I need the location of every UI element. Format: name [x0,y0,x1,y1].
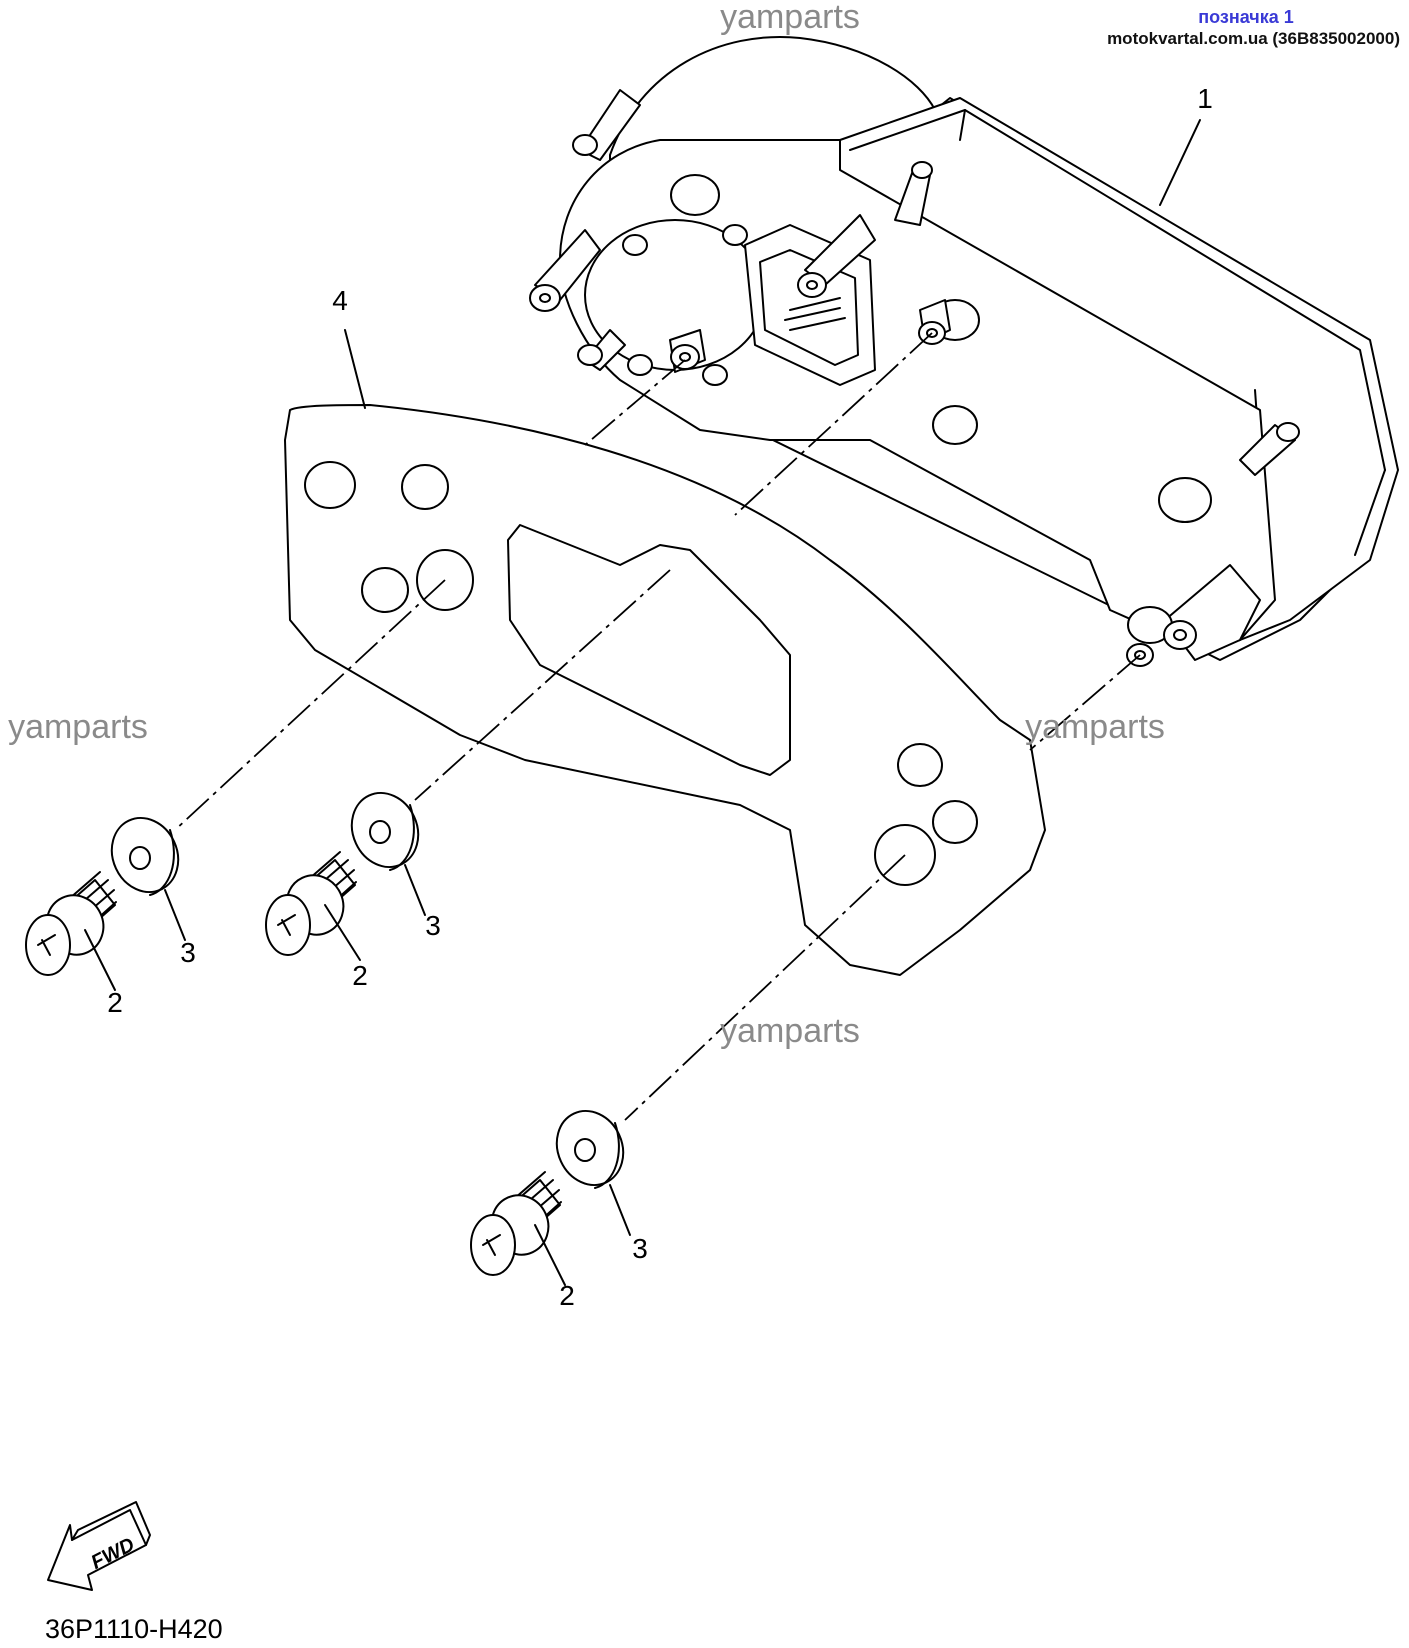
fwd-arrow-icon: FWD [47,1501,151,1591]
callout-2c: 2 [559,1280,575,1311]
callout-3c: 3 [632,1233,648,1264]
washer-c [555,1110,631,1236]
screw-c [470,1171,566,1286]
callout-4: 4 [332,285,348,316]
header-source: motokvartal.com.ua (36B835002000) [1107,29,1400,48]
watermark-right: yamparts [1025,708,1165,746]
washer-a [110,817,186,941]
callout-2b: 2 [352,960,368,991]
watermark-left: yamparts [8,708,148,746]
watermark-bottom: yamparts [720,1012,860,1050]
screw-a [25,871,117,991]
screw-b [265,851,361,961]
callout-2a: 2 [107,987,123,1018]
assembly-lines [174,332,1141,1121]
header-label[interactable]: позначка 1 [1198,7,1294,27]
bracket-plate [284,329,1046,976]
meter-assembly [529,36,1399,667]
diagram-code: 36P1110-H420 [45,1614,223,1644]
washer-b [350,792,426,916]
watermark-top: yamparts [720,0,860,36]
callout-3a: 3 [180,937,196,968]
callout-1: 1 [1197,83,1213,114]
callout-3b: 3 [425,910,441,941]
